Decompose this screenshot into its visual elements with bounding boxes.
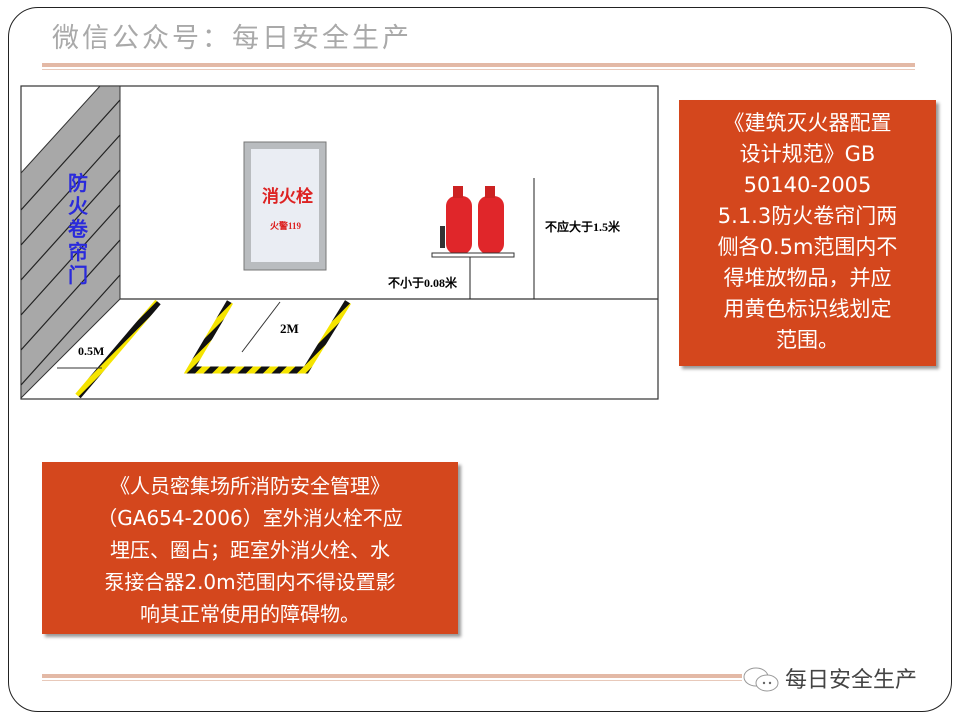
door-label-5: 门 bbox=[68, 263, 88, 287]
callout-line: 用黄色标识线划定 bbox=[723, 297, 892, 321]
door-label-3: 卷 bbox=[68, 217, 89, 241]
door-label-4: 帘 bbox=[68, 240, 88, 264]
dist-arrow-2 bbox=[241, 301, 281, 353]
callout-line: 泵接合器2.0m范围内不得设置影 bbox=[104, 570, 396, 594]
callout-line: 范围。 bbox=[776, 328, 839, 352]
callout-line: 《建筑灭火器配置 bbox=[723, 111, 892, 135]
footer-rule-thin bbox=[42, 680, 742, 681]
callout-standard-ga654: 《人员密集场所消防安全管理》 （GA654-2006）室外消火栓不应 埋压、圈占… bbox=[42, 462, 458, 634]
wechat-icon bbox=[743, 667, 779, 692]
callout-line: 响其正常使用的障碍物。 bbox=[140, 602, 360, 626]
callout-line: 50140-2005 bbox=[743, 173, 872, 197]
diagram-border bbox=[20, 85, 659, 400]
callout-line: 侧各0.5m范围内不 bbox=[717, 235, 898, 259]
callout-line: 设计规范》GB bbox=[739, 142, 876, 166]
callout-line: （GA654-2006）室外消火栓不应 bbox=[97, 506, 403, 530]
slide-frame bbox=[8, 7, 952, 712]
dist-hydrant-label: 2M bbox=[280, 321, 299, 336]
page-title: 微信公众号：每日安全生产 bbox=[52, 23, 412, 54]
callout-standard-gb50140: 《建筑灭火器配置 设计规范》GB 50140-2005 5.1.3防火卷帘门两 … bbox=[679, 100, 936, 366]
min-height-label: 不小于0.08米 bbox=[388, 275, 458, 290]
door-label-2: 火 bbox=[68, 195, 89, 218]
wall-stripes bbox=[20, 99, 121, 386]
fire-extinguishers bbox=[431, 186, 515, 258]
dist-door-label: 0.5M bbox=[78, 344, 104, 358]
door-label-1: 防 bbox=[68, 171, 88, 195]
hydrant-sub: 火警119 bbox=[270, 220, 302, 231]
callout-line: 埋压、圈占；距室外消火栓、水 bbox=[110, 538, 390, 562]
max-height-label: 不应大于1.5米 bbox=[545, 219, 621, 234]
header-rule-thin bbox=[42, 69, 915, 70]
hydrant-hazard-zone bbox=[183, 300, 351, 374]
footer-rule bbox=[42, 674, 742, 678]
footer-brand: 每日安全生产 bbox=[785, 668, 918, 693]
callout-line: 《人员密集场所消防安全管理》 bbox=[110, 474, 390, 498]
callout-line: 得堆放物品，并应 bbox=[723, 266, 892, 290]
shutter-hazard-line bbox=[75, 299, 161, 399]
hydrant-title: 消火栓 bbox=[262, 186, 313, 206]
callout-line: 5.1.3防火卷帘门两 bbox=[717, 204, 898, 228]
fire-shutter-wall bbox=[20, 85, 121, 400]
header-rule bbox=[42, 63, 915, 67]
